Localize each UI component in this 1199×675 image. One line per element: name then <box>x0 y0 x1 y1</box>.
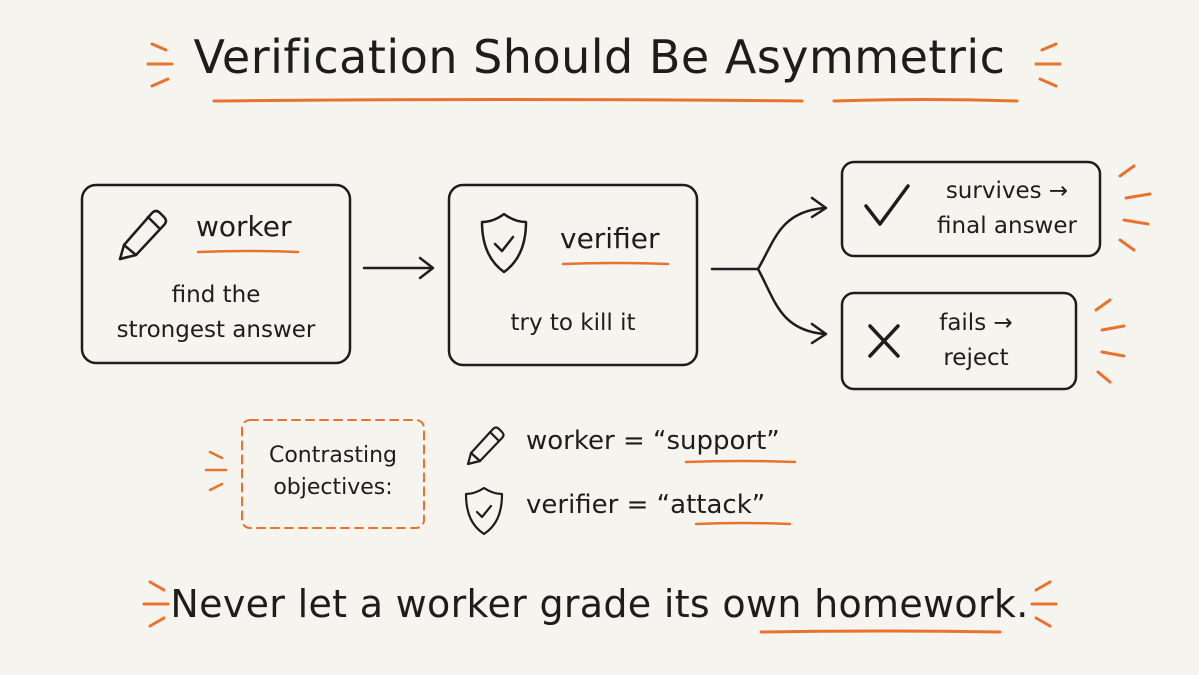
verifier-box <box>447 183 699 367</box>
pass-box <box>840 160 1102 258</box>
pass-outcome-text: survives → final answer <box>922 174 1092 244</box>
footer-suffix: . <box>1016 582 1029 626</box>
footer-prefix: Never let a worker grade its <box>170 582 723 626</box>
worker-desc-line2: strongest answer <box>116 317 316 343</box>
legend-worker-prefix: worker = “ <box>526 426 667 456</box>
verifier-label-underline <box>561 261 670 266</box>
title-accent-left <box>146 42 174 88</box>
pass-line1: survives → <box>945 178 1069 204</box>
pass-line2: final answer <box>937 213 1077 239</box>
page-title: Verification Should Be Asymmetric <box>193 30 1006 84</box>
fail-accent <box>1094 298 1126 384</box>
verifier-label: verifier <box>560 222 660 255</box>
worker-label-underline <box>196 249 300 254</box>
fail-box <box>840 291 1078 391</box>
legend-title-line1: Contrasting <box>268 443 398 468</box>
legend-worker-word: support <box>666 426 767 456</box>
legend-pencil-icon <box>466 426 505 466</box>
verifier-description: try to kill it <box>510 310 636 336</box>
title-accent-right <box>1034 42 1062 88</box>
footer-message: Never let a worker grade its own homewor… <box>0 582 1199 626</box>
footer-emphasis: own homework <box>722 582 1017 626</box>
shield-check-icon <box>480 212 528 274</box>
x-icon <box>868 324 900 358</box>
arrow-worker-to-verifier <box>362 256 435 280</box>
support-underline <box>684 459 797 464</box>
footer-accent-left <box>142 580 170 628</box>
legend-accent <box>204 450 228 492</box>
attack-underline <box>694 521 792 526</box>
fail-line2: reject <box>943 345 1009 371</box>
title-underline-right <box>832 98 1019 103</box>
worker-desc-line1: find the <box>171 282 261 308</box>
worker-label: worker <box>196 210 292 243</box>
fail-line1: fails → <box>939 310 1013 336</box>
legend-box <box>241 419 425 529</box>
worker-box <box>80 183 352 365</box>
legend-verifier-suffix: ” <box>751 490 766 520</box>
checkmark-icon <box>864 184 910 226</box>
legend-worker-row: worker = “support” <box>526 426 780 456</box>
footer-accent-right <box>1030 580 1058 628</box>
title-underline-left <box>212 98 804 103</box>
legend-shield-icon <box>464 486 504 536</box>
legend-verifier-prefix: verifier = “ <box>526 490 671 520</box>
legend-verifier-row: verifier = “attack” <box>526 490 765 520</box>
pass-accent <box>1118 164 1152 252</box>
worker-description: find the strongest answer <box>82 278 350 348</box>
fail-outcome-text: fails → reject <box>906 306 1046 376</box>
legend-title: Contrasting objectives: <box>242 440 424 504</box>
footer-underline <box>759 629 1002 634</box>
legend-worker-suffix: ” <box>766 426 780 456</box>
legend-verifier-word: attack <box>670 490 752 520</box>
legend-title-line2: objectives: <box>273 475 393 500</box>
fork-arrows <box>710 196 828 345</box>
pencil-icon <box>118 209 168 261</box>
